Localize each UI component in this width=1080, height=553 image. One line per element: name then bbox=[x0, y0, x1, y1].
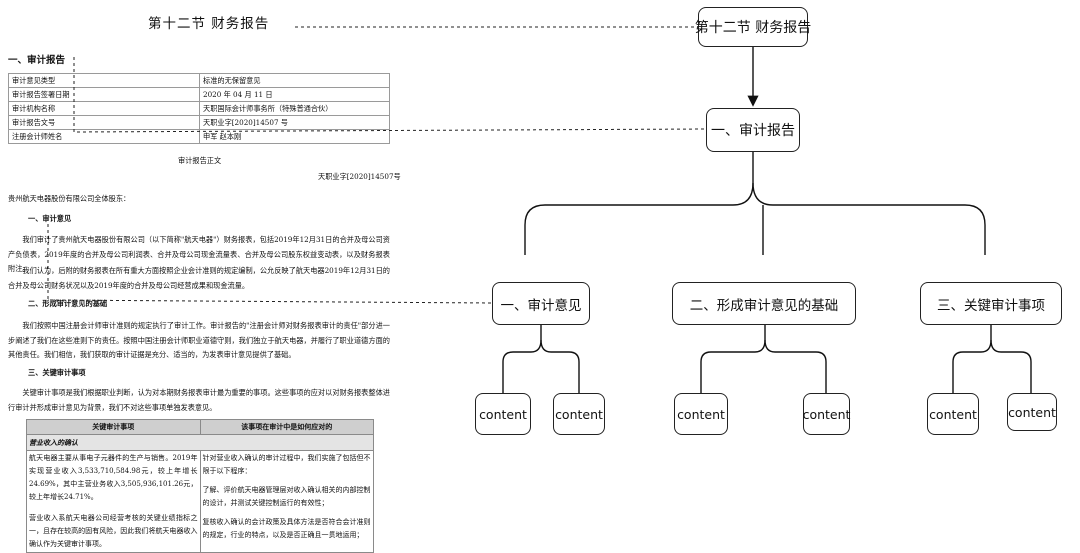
mindmap-leaf-content[interactable]: content bbox=[803, 393, 850, 435]
mindmap-node-audit-opinion[interactable]: 一、审计意见 bbox=[492, 282, 590, 325]
mindmap-node-audit-report[interactable]: 一、审计报告 bbox=[706, 108, 800, 152]
table-row: 审计机构名称 天职国际会计师事务所（特殊普通合伙） bbox=[8, 101, 390, 116]
report-caption: 审计报告正文 bbox=[178, 156, 222, 165]
table-row: 营业收入的确认 bbox=[26, 434, 374, 451]
opinion-paragraph-1: 我们审计了贵州航天电器股份有限公司（以下简称"航天电器"）财务报表，包括2019… bbox=[8, 235, 390, 273]
addressee: 贵州航天电器股份有限公司全体股东： bbox=[8, 194, 131, 203]
kam-left-text: 营业收入系航天电器公司经营考核的关键业绩指标之一，且存在较高的固有风险，因此我们… bbox=[29, 514, 198, 548]
mindmap-leaf-content[interactable]: content bbox=[553, 393, 605, 435]
kam-col-header: 关键审计事项 bbox=[26, 419, 201, 435]
opinion-paragraph-2: 我们认为，后附的财务报表在所有重大方面按照企业会计准则的规定编制，公允反映了航天… bbox=[8, 266, 390, 290]
kam-col-header: 该事项在审计中是如何应对的 bbox=[199, 419, 374, 435]
brace-left bbox=[524, 152, 754, 255]
kam-subheader: 营业收入的确认 bbox=[26, 434, 374, 451]
mindmap-leaf-content[interactable]: content bbox=[674, 393, 728, 435]
dashed-link-opinion bbox=[47, 218, 493, 304]
brace-opinion-left bbox=[502, 325, 542, 393]
kam-left-text: 航天电器主要从事电子元器件的生产与销售。2019年实现营业收入3,533,710… bbox=[29, 454, 198, 501]
brace-kam-right bbox=[990, 339, 1032, 393]
kam-table: 关键审计事项 该事项在审计中是如何应对的 营业收入的确认 航天电器主要从事电子元… bbox=[26, 419, 374, 553]
brace-kam-left bbox=[952, 325, 992, 393]
mindmap-node-key-audit-matters[interactable]: 三、关键审计事项 bbox=[920, 282, 1062, 325]
report-number: 天职业字[2020]14507号 bbox=[318, 172, 401, 181]
section-heading-audit-report: 一、审计报告 bbox=[8, 55, 66, 66]
table-row: 注册会计师姓名 申军 赵本刚 bbox=[8, 129, 390, 144]
brace-basis-left bbox=[700, 325, 766, 393]
mindmap-leaf-content[interactable]: content bbox=[475, 393, 531, 435]
kam-right-text: 了解、评价航天电器管理层对收入确认相关的内部控制的设计，并测试关键控制运行的有效… bbox=[202, 486, 371, 507]
table-header-row: 关键审计事项 该事项在审计中是如何应对的 bbox=[26, 419, 374, 435]
dashed-link-audit-report bbox=[73, 57, 707, 133]
mindmap-leaf-content[interactable]: content bbox=[927, 393, 979, 435]
kam-right-text: 针对营业收入确认的审计过程中，我们实施了包括但不限于以下程序： bbox=[202, 454, 371, 475]
audit-meta-table: 审计意见类型 标准的无保留意见 审计报告签署日期 2020 年 04 月 11 … bbox=[8, 73, 390, 144]
opinion-heading: 一、审计意见 bbox=[28, 214, 72, 223]
basis-paragraph: 我们按照中国注册会计师审计准则的规定执行了审计工作。审计报告的"注册会计师对财务… bbox=[8, 321, 390, 359]
kam-right-text: 复核收入确认的会计政策及具体方法是否符合会计准则的规定，行业的特点，以及是否正确… bbox=[202, 518, 371, 539]
doc-title: 第十二节 财务报告 bbox=[148, 16, 270, 32]
mindmap-node-opinion-basis[interactable]: 二、形成审计意见的基础 bbox=[672, 282, 856, 325]
kam-cell: 航天电器主要从事电子元器件的生产与销售。2019年实现营业收入3,533,710… bbox=[26, 450, 201, 553]
brace-basis-right bbox=[764, 339, 827, 393]
mindmap-leaf-content[interactable]: content bbox=[1007, 393, 1057, 431]
table-row: 航天电器主要从事电子元器件的生产与销售。2019年实现营业收入3,533,710… bbox=[26, 450, 374, 553]
kam-cell: 针对营业收入确认的审计过程中，我们实施了包括但不限于以下程序： 了解、评价航天电… bbox=[199, 450, 374, 553]
kam-heading: 三、关键审计事项 bbox=[28, 368, 86, 377]
kam-paragraph: 关键审计事项是我们根据职业判断，认为对本期财务报表审计最为重要的事项。这些事项的… bbox=[8, 388, 390, 412]
brace-right bbox=[752, 182, 986, 255]
brace-opinion-right bbox=[540, 339, 580, 393]
mindmap-root-node[interactable]: 第十二节 财务报告 bbox=[695, 7, 811, 47]
meta-value: 申军 赵本刚 bbox=[199, 129, 390, 144]
basis-heading: 二、形成审计意见的基础 bbox=[28, 299, 108, 308]
